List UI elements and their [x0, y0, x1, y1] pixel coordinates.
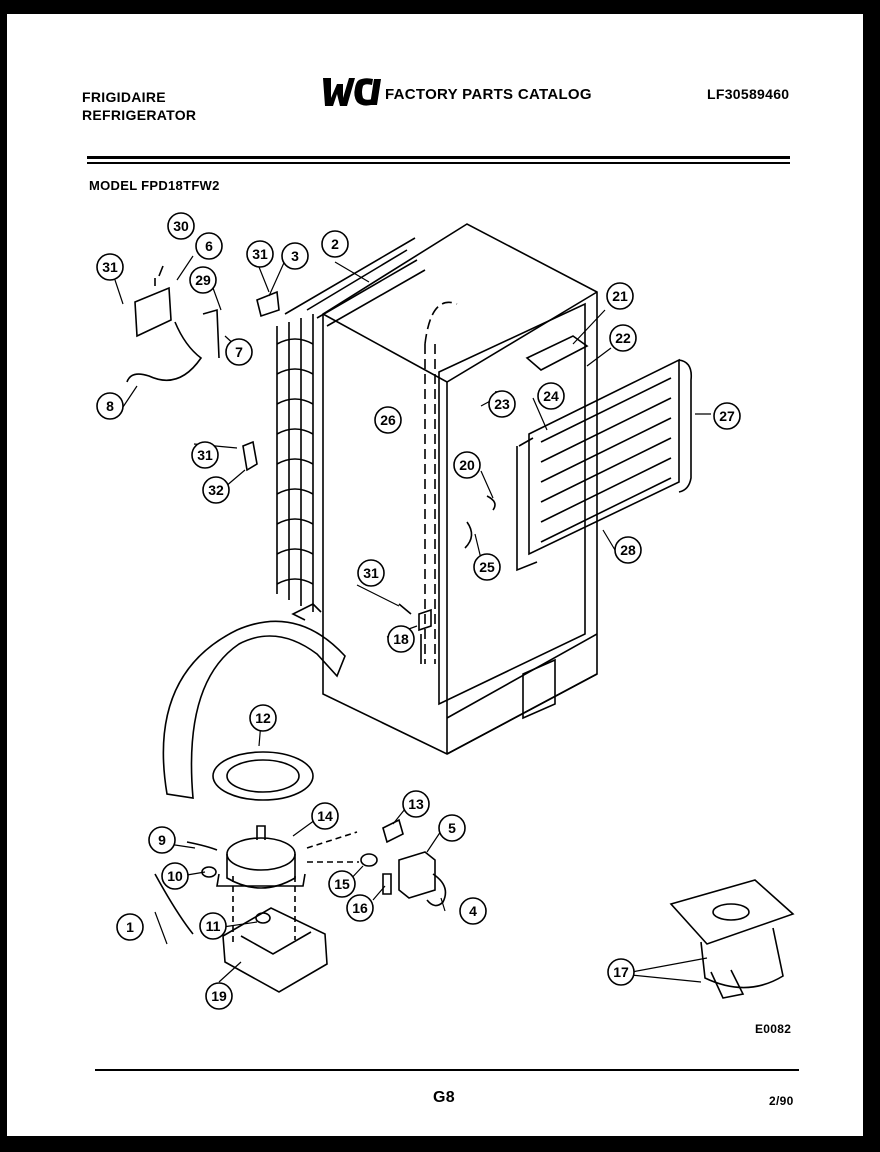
callout-15: 15: [334, 876, 350, 892]
condenser-coil: [276, 237, 416, 612]
callout-14: 14: [317, 808, 333, 824]
callout-20: 20: [459, 457, 475, 473]
callout-27: 27: [719, 408, 735, 424]
callout-31: 31: [363, 565, 379, 581]
drain-pan: [212, 751, 314, 801]
callout-22: 22: [615, 330, 631, 346]
compressor-base: [222, 907, 328, 993]
callout-9: 9: [158, 832, 166, 848]
relay: [398, 851, 436, 899]
callout-25: 25: [479, 559, 495, 575]
callout-31: 31: [102, 259, 118, 275]
catalog-page: FRIGIDAIRE REFRIGERATOR FACTORY PARTS CA…: [7, 14, 863, 1136]
exploded-parts-diagram: 30 6 31 29 31 3 2 7 8 31 32 26 21 22 23 …: [96, 212, 795, 1010]
callout-11: 11: [206, 918, 221, 934]
catalog-part-number: LF30589460: [707, 86, 790, 102]
callout-31: 31: [197, 447, 213, 463]
fan-motor-bracket: [669, 879, 795, 945]
callout-21: 21: [612, 288, 628, 304]
callout-18: 18: [393, 631, 409, 647]
catalog-title: FACTORY PARTS CATALOG: [385, 86, 592, 103]
callout-12: 12: [255, 710, 271, 726]
callout-29: 29: [195, 272, 211, 288]
callout-3: 3: [291, 248, 299, 264]
callout-31: 31: [252, 246, 268, 262]
callout-19: 19: [211, 988, 227, 1004]
evaporator-tube: [424, 301, 458, 664]
callout-markers: 30 6 31 29 31 3 2 7 8 31 32 26 21 22 23 …: [96, 212, 741, 1010]
callout-1: 1: [126, 919, 134, 935]
header-rule-thin: [87, 162, 790, 164]
callout-32: 32: [208, 482, 224, 498]
page-number: G8: [433, 1089, 455, 1106]
revision-date: 2/90: [769, 1094, 794, 1108]
compressor: [226, 837, 296, 871]
brand-block: FRIGIDAIRE REFRIGERATOR: [82, 88, 196, 124]
callout-6: 6: [205, 238, 213, 254]
leader-lines: [114, 255, 711, 983]
flow-arrow: [162, 620, 346, 799]
cabinet-body: [322, 223, 598, 755]
callout-2: 2: [331, 236, 339, 252]
defrost-timer: [134, 286, 172, 338]
drawing-id: E0082: [755, 1022, 792, 1036]
diagram-lines: [126, 223, 795, 999]
callout-28: 28: [620, 542, 636, 558]
callout-30: 30: [173, 218, 189, 234]
header-rule-thick: [87, 156, 790, 159]
product-type: REFRIGERATOR: [82, 107, 197, 123]
model-label: MODEL FPD18TFW2: [89, 178, 220, 193]
callout-7: 7: [235, 344, 243, 360]
callout-10: 10: [167, 868, 183, 884]
wci-logo: [323, 78, 381, 106]
callout-4: 4: [469, 903, 477, 919]
callout-24: 24: [543, 388, 559, 404]
callout-16: 16: [352, 900, 368, 916]
callout-8: 8: [106, 398, 114, 414]
callout-13: 13: [408, 796, 424, 812]
evaporator: [528, 358, 680, 556]
callout-17: 17: [613, 964, 629, 980]
callout-26: 26: [380, 412, 396, 428]
brand-name: FRIGIDAIRE: [82, 89, 166, 105]
footer-rule: [95, 1069, 799, 1071]
callout-23: 23: [494, 396, 510, 412]
callout-5: 5: [448, 820, 456, 836]
